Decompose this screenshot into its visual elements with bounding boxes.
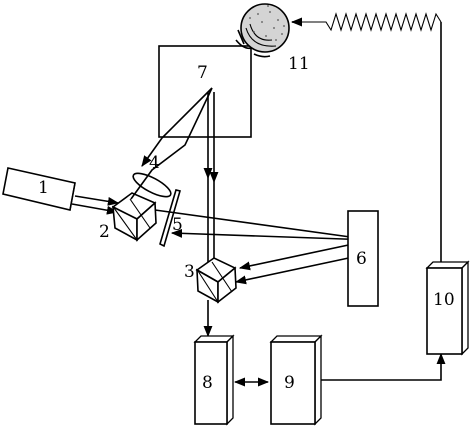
ray-reflector-to-splitter3-b: [234, 255, 359, 285]
label-10: 10: [433, 290, 455, 310]
label-11: 11: [288, 54, 310, 74]
label-7: 7: [197, 63, 208, 83]
label-5: 5: [172, 215, 183, 235]
coil-spring: [300, 12, 442, 32]
link-9-10: [321, 352, 446, 381]
chamber-7: [158, 45, 252, 138]
label-6: 6: [356, 249, 367, 269]
label-9: 9: [284, 373, 295, 393]
sphere-11: [235, 3, 290, 58]
processor-9: [269, 334, 323, 426]
ray-chamber-down-left: [161, 87, 213, 139]
ray-reflector-to-splitter2: [170, 228, 373, 241]
beam-splitter-2: [111, 192, 157, 242]
label-2: 2: [99, 222, 110, 242]
ray-chamber-return: [141, 137, 163, 167]
beam-splitter-3: [195, 257, 237, 304]
lens-4: [132, 172, 172, 198]
detector-8: [193, 334, 235, 426]
label-3: 3: [184, 262, 195, 282]
controller-10: [425, 260, 470, 356]
sphere-texture: [249, 5, 285, 41]
label-4: 4: [149, 153, 160, 173]
ray-splitter2-to-reflector: [154, 209, 373, 241]
label-8: 8: [202, 373, 213, 393]
beam-source-to-splitter: [74, 195, 120, 206]
mirror-5: [159, 189, 182, 248]
reflector-6: [347, 210, 379, 307]
label-1: 1: [38, 178, 49, 198]
ray-splitter-to-chamber: [130, 87, 213, 200]
beam-source-to-splitter-2: [71, 203, 119, 215]
light-source-1: [2, 167, 76, 211]
